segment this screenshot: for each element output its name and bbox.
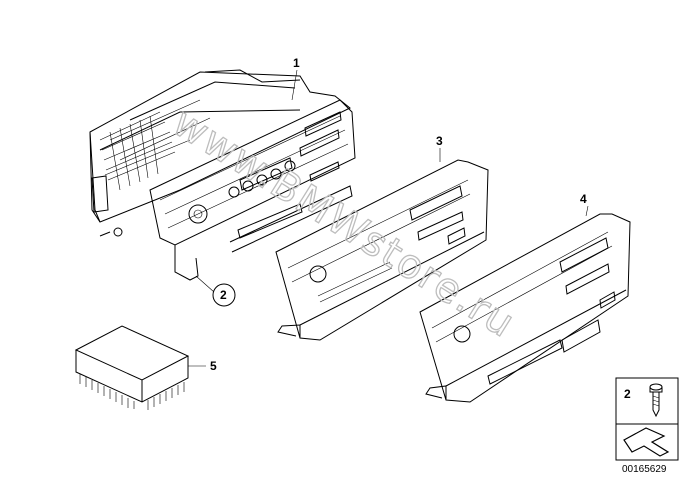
leader-line-4 [585, 205, 589, 217]
legend-box: 2 [615, 377, 679, 461]
callout-1: 1 [293, 56, 300, 70]
module-drawing [74, 325, 190, 410]
legend-number: 2 [624, 387, 631, 401]
legend-lower-box [615, 423, 679, 461]
screw-icon [649, 383, 663, 418]
legend-upper-box [615, 377, 679, 425]
control-panel-drawing-4 [419, 213, 631, 403]
arrow-icon [623, 427, 670, 457]
callout-3: 3 [436, 134, 443, 148]
callout-2-circled: 2 [220, 288, 227, 302]
image-number: 00165629 [622, 464, 667, 475]
callout-5: 5 [210, 359, 217, 373]
callout-4: 4 [580, 192, 587, 206]
radio-unit-drawing [89, 69, 356, 281]
callout-circle [212, 283, 236, 307]
leader-line-1 [291, 69, 298, 101]
control-panel-drawing-3 [275, 159, 489, 341]
leader-line-2 [195, 275, 215, 293]
